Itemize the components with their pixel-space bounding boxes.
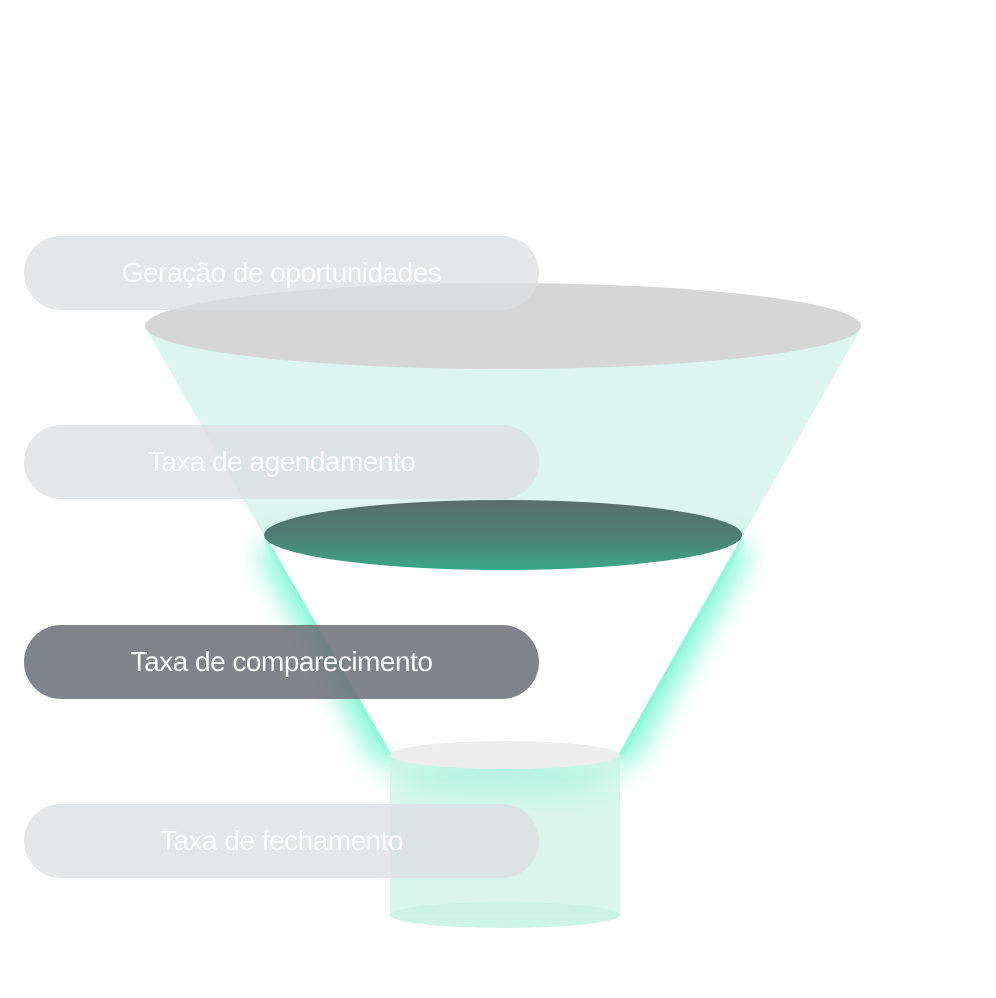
stage-label: Taxa de fechamento bbox=[159, 825, 404, 856]
stage-pill-closing-rate[interactable]: Taxa de fechamento bbox=[24, 804, 539, 878]
stage-label: Taxa de comparecimento bbox=[130, 646, 433, 677]
stage-pill-scheduling-rate[interactable]: Taxa de agendamento bbox=[24, 425, 539, 499]
funnel-small-ellipse bbox=[390, 741, 620, 769]
stage-label: Taxa de agendamento bbox=[147, 446, 416, 477]
stage-pill-lead-generation[interactable]: Geração de oportunidades bbox=[24, 236, 539, 310]
stage-label: Geração de oportunidades bbox=[121, 257, 442, 288]
funnel-middle-ellipse bbox=[264, 500, 742, 570]
funnel-cylinder-bottom bbox=[390, 902, 620, 928]
stage-pill-attendance-rate[interactable]: Taxa de comparecimento bbox=[24, 625, 539, 699]
